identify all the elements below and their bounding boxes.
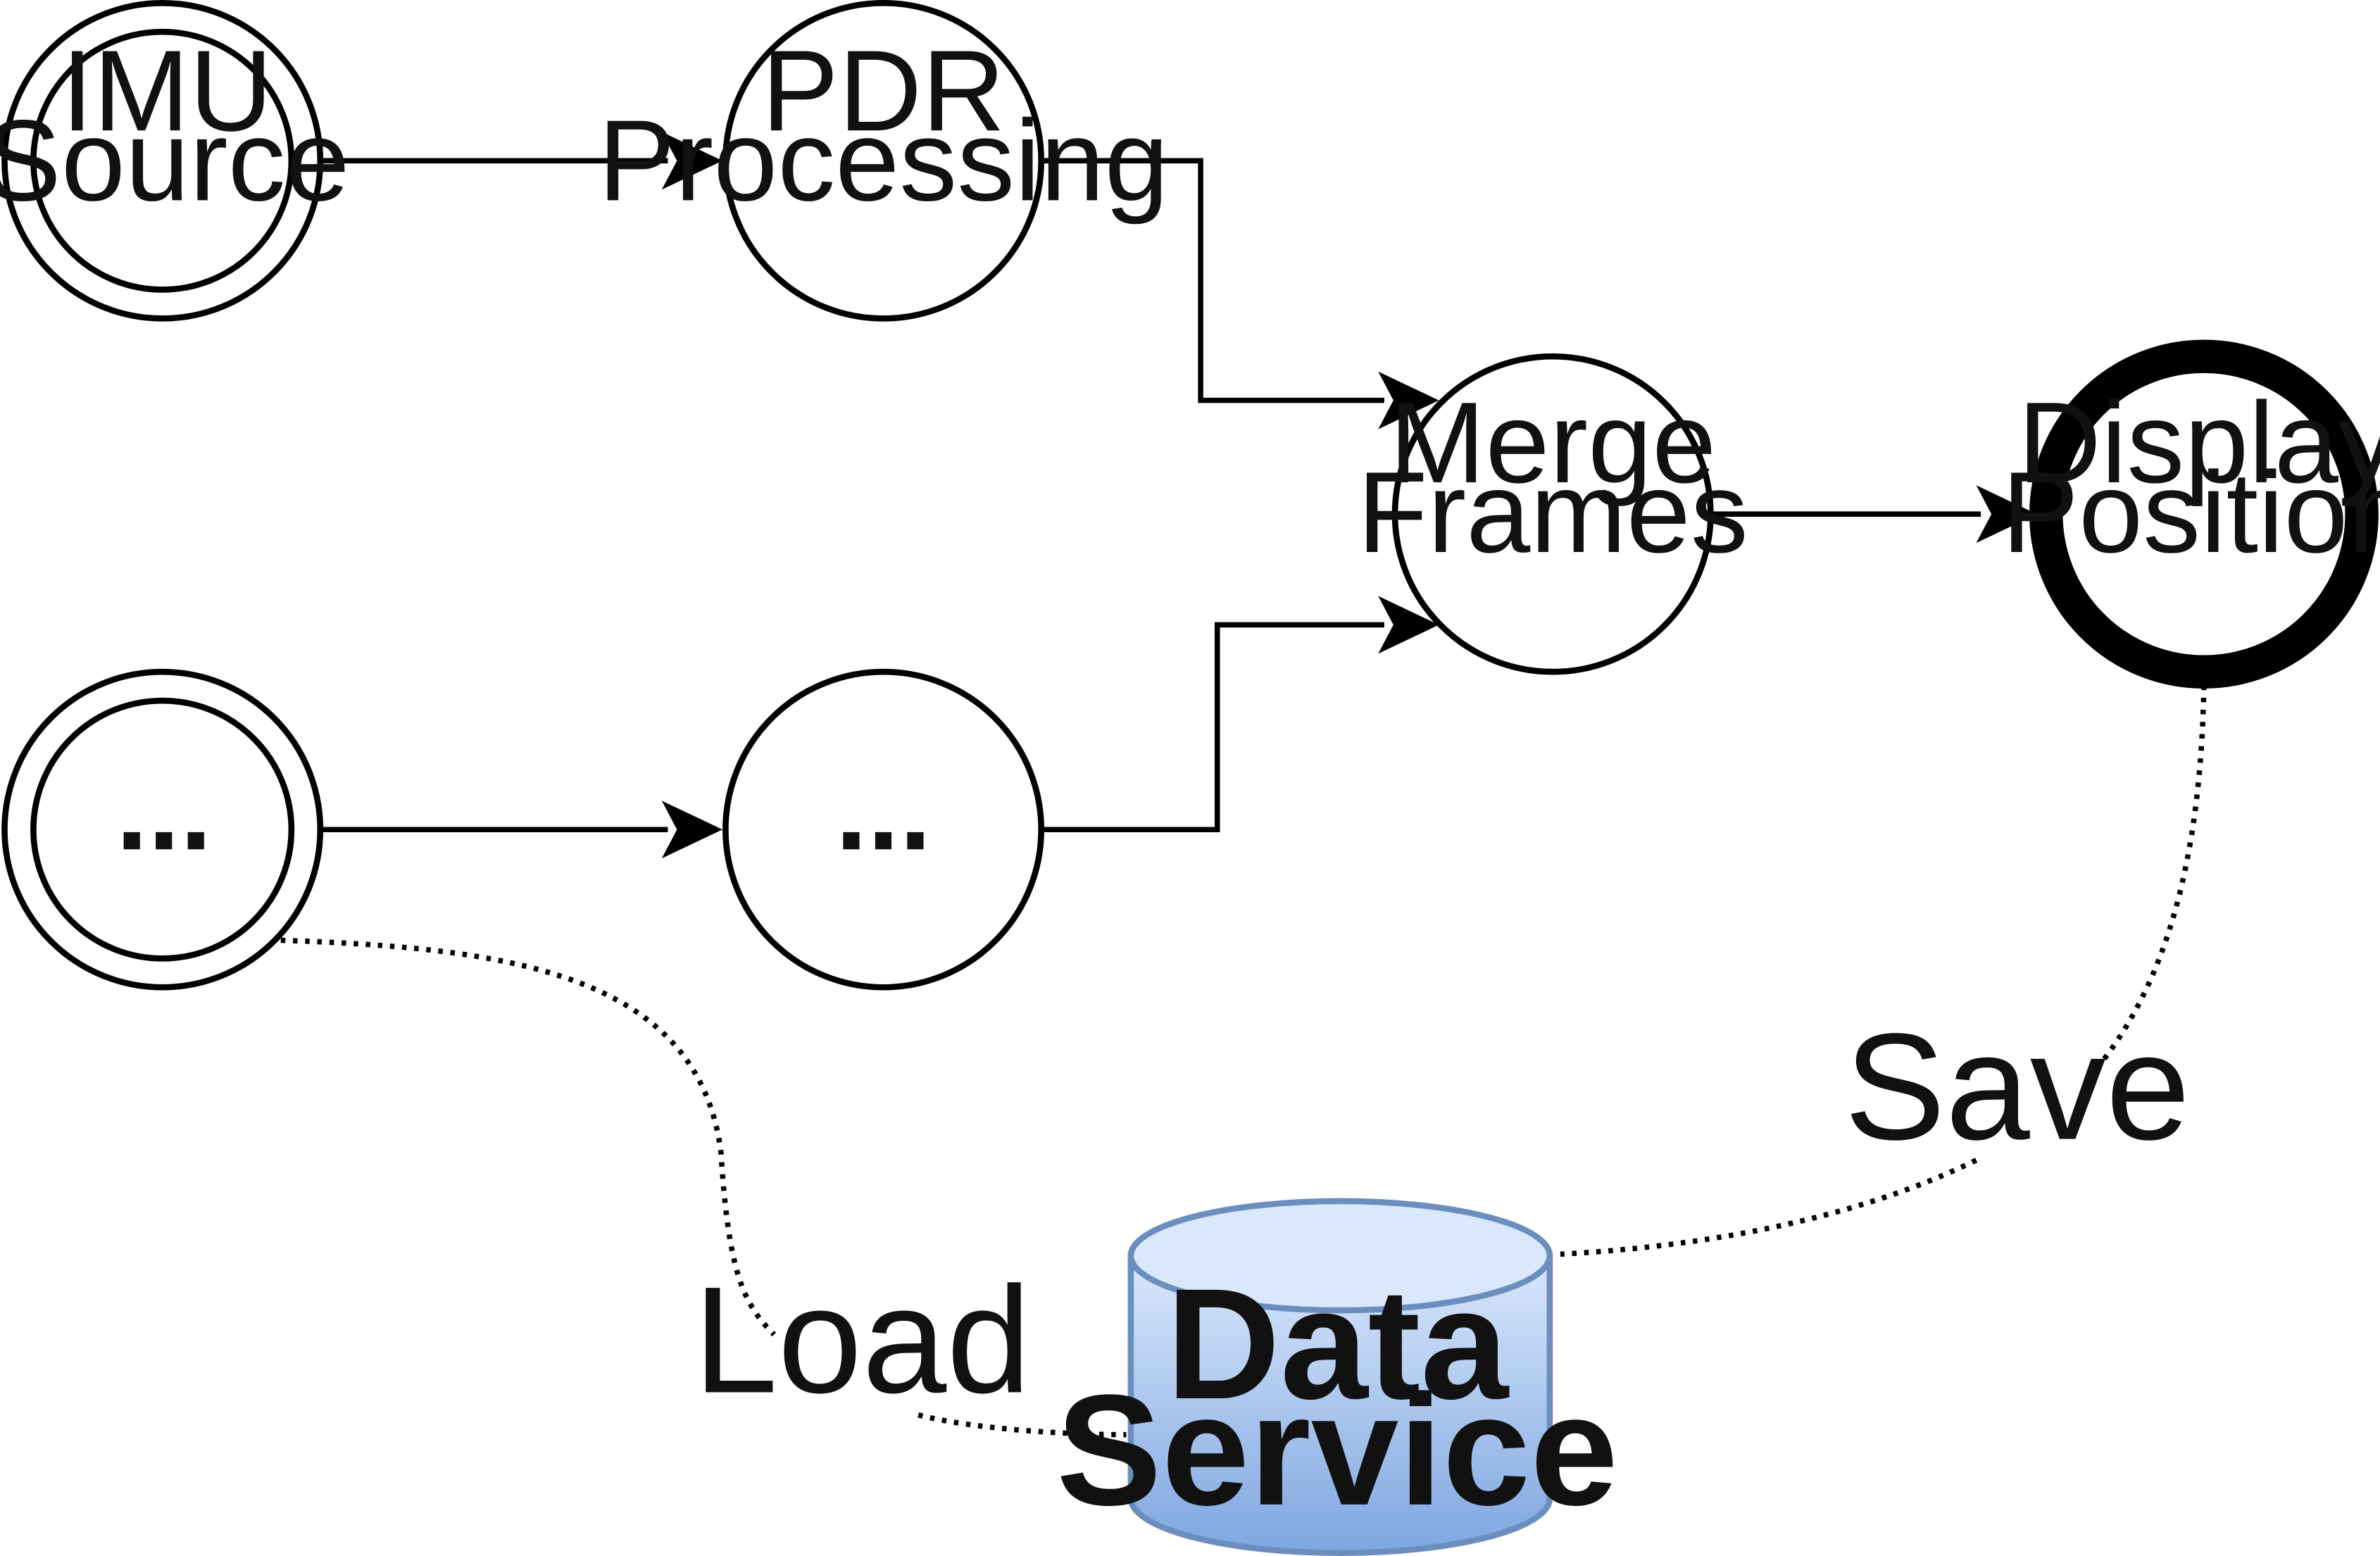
arrow-pdr-to-merge <box>1042 158 1439 429</box>
data-service-label-line1: Data <box>1166 1256 1510 1432</box>
imu-source-label-line1: IMU <box>61 26 273 155</box>
data-service-database[interactable]: Data Service <box>1056 1198 1618 1556</box>
data-service-label-line2: Service <box>1056 1362 1618 1538</box>
arrow-other-source-to-other-processing <box>321 801 723 859</box>
arrow-merge-to-display <box>1712 485 2037 544</box>
other-source-label: ... <box>116 745 213 874</box>
merge-frames-label-line2: Frames <box>1358 448 1748 577</box>
display-position-label-line2: Position <box>2002 448 2380 577</box>
imu-source-node[interactable]: IMU Source <box>0 0 350 322</box>
imu-source-label-line2: Source <box>0 96 350 225</box>
arrow-imu-to-pdr <box>321 132 723 190</box>
other-processing-node[interactable]: ... <box>722 668 1045 991</box>
other-source-node[interactable]: ... <box>1 668 324 991</box>
pdr-processing-node[interactable]: PDR Processing <box>598 0 1169 322</box>
load-connector-end <box>917 1412 1127 1438</box>
load-connector <box>280 937 777 1337</box>
save-edge-label: Save <box>1844 1002 2190 1172</box>
save-connector <box>2085 685 2207 1082</box>
arrow-other-processing-to-merge <box>1042 596 1439 833</box>
display-position-label-line1: Display <box>2018 378 2380 507</box>
display-position-node[interactable]: Display Position <box>2002 339 2380 689</box>
other-processing-label: ... <box>835 745 932 874</box>
pdr-processing-label-line2: Processing <box>598 96 1168 225</box>
save-connector-end <box>1560 1157 1978 1257</box>
pdr-processing-label-line1: PDR <box>762 26 1006 155</box>
merge-frames-node[interactable]: Merge Frames <box>1358 353 1748 675</box>
load-edge-label: Load <box>694 1255 1032 1424</box>
merge-frames-label-line1: Merge <box>1389 378 1716 507</box>
